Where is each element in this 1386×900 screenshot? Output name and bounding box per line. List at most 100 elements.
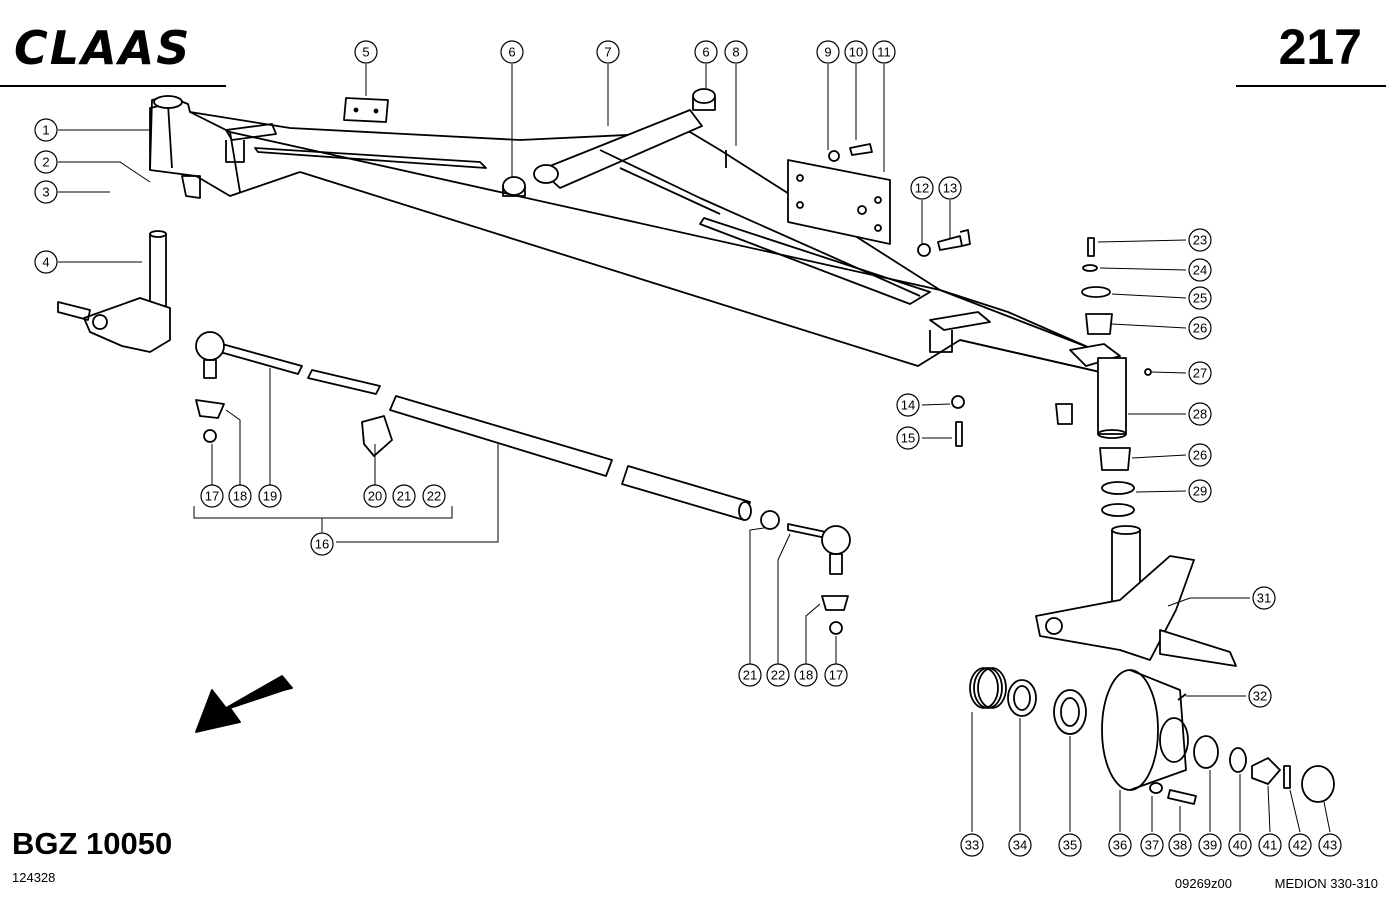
callout-number: 27	[1193, 366, 1207, 381]
callout-circle	[1188, 443, 1212, 467]
callout-circle	[1318, 833, 1342, 857]
callout-c15: 15	[896, 426, 920, 450]
callout-circle	[1140, 833, 1164, 857]
callout-number: 38	[1173, 838, 1187, 853]
mounting-plate	[787, 143, 971, 257]
callout-number: 13	[943, 181, 957, 196]
callout-number: 3	[42, 185, 49, 200]
callout-circle	[1248, 684, 1272, 708]
direction-arrow-icon	[195, 675, 293, 733]
callout-c24: 24	[1188, 258, 1212, 282]
callout-number: 22	[771, 668, 785, 683]
callout-number: 19	[263, 489, 277, 504]
callout-c17a: 17	[200, 484, 224, 508]
drawing-code: 09269z00	[1175, 876, 1232, 891]
callout-number: 31	[1257, 591, 1271, 606]
callout-circle	[1198, 833, 1222, 857]
callout-c22a: 22	[422, 484, 446, 508]
callout-circle	[34, 250, 58, 274]
series-label: MEDION 330-310	[1275, 876, 1378, 891]
steering-knuckle-right	[1035, 525, 1237, 667]
callout-number: 24	[1193, 263, 1207, 278]
callout-c21b: 21	[738, 663, 762, 687]
callout-circle	[200, 484, 224, 508]
footer: BGZ 10050 124328 09269z00 MEDION 330-310	[12, 826, 1378, 891]
callout-number: 18	[799, 668, 813, 683]
callout-c33: 33	[960, 833, 984, 857]
callout-c29: 29	[1188, 479, 1212, 503]
a-frame	[502, 88, 921, 297]
callout-c41: 41	[1258, 833, 1282, 857]
callout-number: 6	[702, 45, 709, 60]
callout-c5: 5	[354, 40, 378, 64]
callout-circle	[896, 426, 920, 450]
callout-c26a: 26	[1188, 316, 1212, 340]
callout-number: 10	[849, 45, 863, 60]
callout-number: 2	[42, 155, 49, 170]
callout-circle	[1008, 833, 1032, 857]
page-number: 217	[1279, 19, 1362, 75]
callout-circle	[910, 176, 934, 200]
callout-circle	[824, 663, 848, 687]
header: CLAAS 217	[0, 19, 1386, 87]
kingpin-assembly	[951, 237, 1152, 517]
callout-c22b: 22	[766, 663, 790, 687]
callout-c21a: 21	[392, 484, 416, 508]
callout-c40: 40	[1228, 833, 1252, 857]
callout-c11: 11	[872, 40, 896, 64]
callout-number: 14	[901, 398, 915, 413]
callout-number: 4	[42, 255, 49, 270]
callout-circle	[1108, 833, 1132, 857]
callout-c2: 2	[34, 150, 58, 174]
callout-number: 26	[1193, 321, 1207, 336]
callout-number: 39	[1203, 838, 1217, 853]
callout-number: 37	[1145, 838, 1159, 853]
callout-circle	[1058, 833, 1082, 857]
callout-circle	[363, 484, 387, 508]
callout-circle	[1188, 228, 1212, 252]
callout-number: 21	[397, 489, 411, 504]
hub-assembly	[969, 667, 1335, 805]
callout-c35: 35	[1058, 833, 1082, 857]
callout-circle	[794, 663, 818, 687]
callout-circle	[392, 484, 416, 508]
drawing	[57, 88, 1335, 805]
callout-circle	[34, 150, 58, 174]
callout-c23: 23	[1188, 228, 1212, 252]
callout-c38: 38	[1168, 833, 1192, 857]
callout-c14: 14	[896, 393, 920, 417]
callout-c42: 42	[1288, 833, 1312, 857]
callout-c20: 20	[363, 484, 387, 508]
small-plate	[343, 97, 389, 123]
callout-number: 26	[1193, 448, 1207, 463]
callout-number: 25	[1193, 291, 1207, 306]
callout-c32: 32	[1248, 684, 1272, 708]
callout-number: 34	[1013, 838, 1027, 853]
callout-c10: 10	[844, 40, 868, 64]
callout-number: 40	[1233, 838, 1247, 853]
callout-c16: 16	[310, 532, 334, 556]
callout-circle	[1188, 479, 1212, 503]
callout-c12: 12	[910, 176, 934, 200]
callout-c37: 37	[1140, 833, 1164, 857]
callout-c17b: 17	[824, 663, 848, 687]
callout-number: 9	[824, 45, 831, 60]
callout-circle	[724, 40, 748, 64]
callout-circle	[422, 484, 446, 508]
callout-circle	[1188, 316, 1212, 340]
callout-number: 41	[1263, 838, 1277, 853]
callout-number: 18	[233, 489, 247, 504]
callout-number: 36	[1113, 838, 1127, 853]
callout-c39: 39	[1198, 833, 1222, 857]
tie-rod	[195, 331, 851, 635]
callout-circle	[1188, 286, 1212, 310]
callout-c18b: 18	[794, 663, 818, 687]
callout-c34: 34	[1008, 833, 1032, 857]
callout-number: 28	[1193, 407, 1207, 422]
callout-number: 6	[508, 45, 515, 60]
callout-number: 12	[915, 181, 929, 196]
callout-circle	[896, 393, 920, 417]
callout-number: 21	[743, 668, 757, 683]
